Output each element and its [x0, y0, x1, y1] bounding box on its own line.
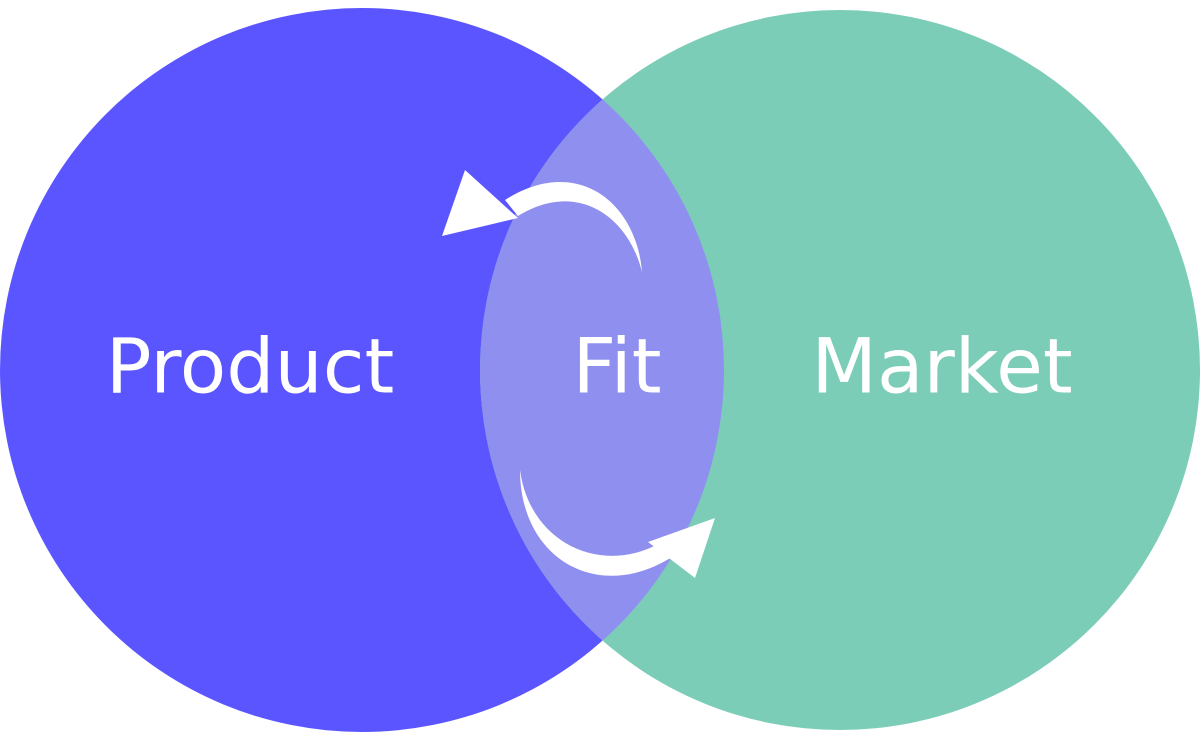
fit-label: Fit	[572, 322, 661, 411]
curved-arrow-right-icon	[520, 470, 715, 578]
curved-arrow-left-icon	[442, 170, 642, 272]
market-label: Market	[811, 322, 1072, 411]
product-label: Product	[106, 322, 395, 411]
